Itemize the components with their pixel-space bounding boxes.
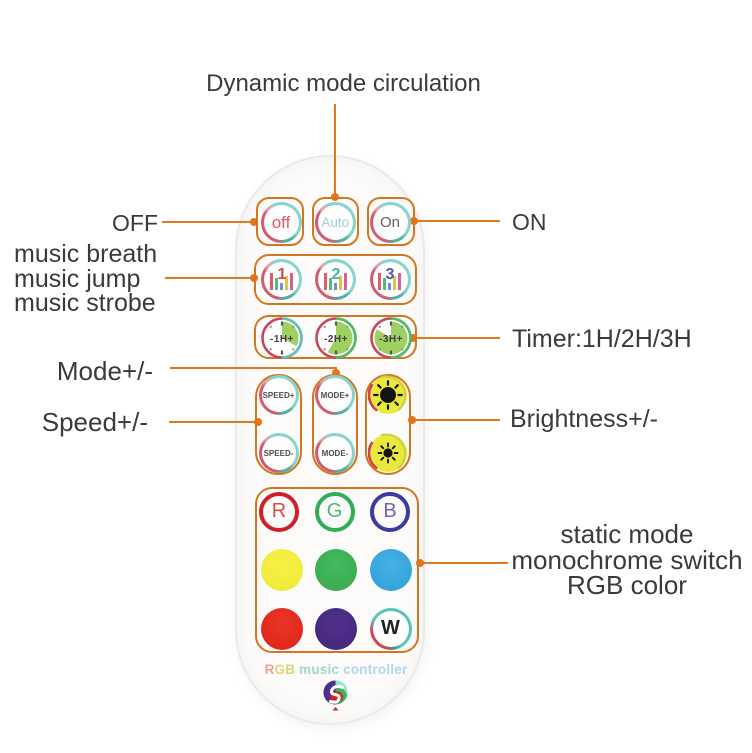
svg-text:2: 2 (331, 266, 340, 283)
svg-text:-3H+: -3H+ (379, 334, 403, 345)
svg-text:-1H+: -1H+ (270, 334, 294, 345)
svg-text:1: 1 (277, 266, 286, 283)
svg-text:-2H+: -2H+ (324, 334, 348, 345)
svg-text:3: 3 (386, 266, 395, 283)
